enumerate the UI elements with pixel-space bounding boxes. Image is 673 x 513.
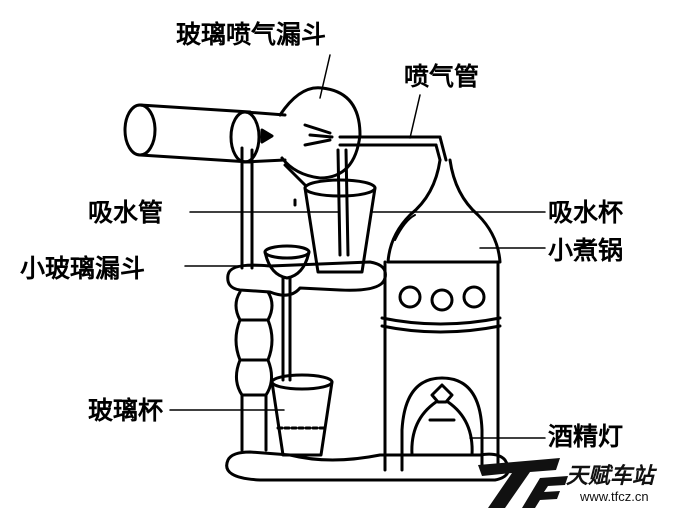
watermark-logo <box>478 458 568 508</box>
suction-cup <box>303 148 377 274</box>
label-alcohol-lamp: 酒精灯 <box>548 422 624 451</box>
alcohol-lamp <box>410 383 474 457</box>
label-suction-tube: 吸水管 <box>88 198 164 227</box>
label-suction-cup: 吸水杯 <box>548 198 624 227</box>
jet-tube <box>338 135 448 162</box>
leader-lines <box>169 54 546 439</box>
turned-column <box>234 290 274 452</box>
support-rod <box>240 146 297 270</box>
label-glass-jet-funnel: 玻璃喷气漏斗 <box>176 20 327 49</box>
small-pot-stove <box>380 158 502 472</box>
watermark-name: 天赋车站 <box>566 464 655 489</box>
watermark-url: www.tfcz.cn <box>580 489 649 504</box>
label-small-pot: 小煮锅 <box>548 236 624 265</box>
horizontal-tube <box>123 103 287 164</box>
label-jet-tube: 喷气管 <box>404 62 480 91</box>
label-glass-cup: 玻璃杯 <box>88 396 164 425</box>
base <box>225 450 510 482</box>
label-small-glass-funnel: 小玻璃漏斗 <box>20 254 146 283</box>
glass-cup <box>270 373 334 457</box>
glass-jet-funnel <box>278 86 362 187</box>
